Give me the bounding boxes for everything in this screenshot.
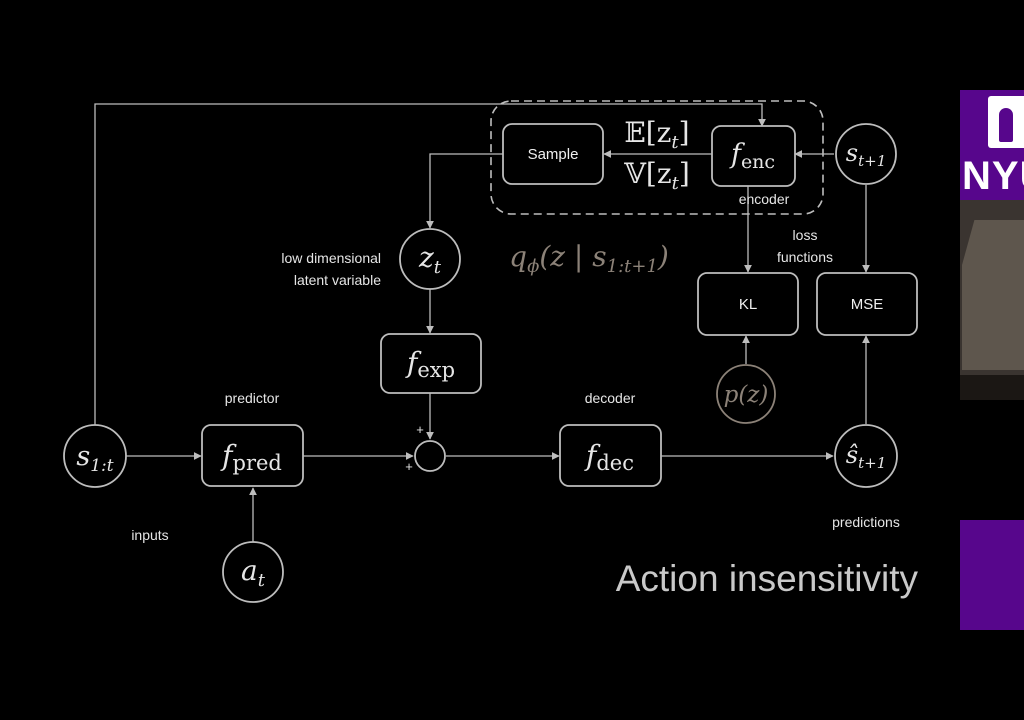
plus-top: +	[416, 422, 424, 437]
svg-text:qϕ(z | s1:t+1): qϕ(z | s1:t+1)	[509, 240, 669, 277]
svg-text:s1:t: s1:t	[76, 441, 113, 476]
loss-label-line2: functions	[777, 249, 833, 265]
svg-text:ŝt+1: ŝt+1	[846, 441, 886, 472]
encoder-box	[711, 125, 796, 187]
f-exp-subscript: exp	[417, 358, 455, 382]
posterior-close: )	[657, 240, 669, 273]
loss-label-line1: loss	[793, 227, 818, 243]
z-t-subscript: t	[434, 257, 442, 278]
latent-label-line1: low dimensional	[281, 250, 381, 266]
p-z-node	[716, 364, 776, 424]
s-next-symbol: s	[846, 139, 858, 167]
kl-box	[697, 272, 799, 336]
mse-label: MSE	[851, 296, 884, 313]
f-exp-box	[380, 333, 482, 394]
s-next-subscript: t+1	[858, 152, 886, 170]
predictions-label: predictions	[832, 514, 900, 530]
expectation-close: ]	[679, 116, 690, 149]
edge-sample-z	[426, 153, 503, 229]
sum-node	[414, 440, 446, 472]
svg-text:𝔼[zt]: 𝔼[zt]	[624, 116, 689, 153]
encoder-region	[490, 100, 824, 215]
nyu-logo-text: NYU	[962, 154, 1024, 198]
s-past-node	[63, 424, 127, 488]
nyu-sidebar: NYU	[960, 90, 1024, 630]
inputs-label: inputs	[131, 527, 168, 543]
svg-text:st+1: st+1	[846, 139, 886, 170]
expectation-label: 𝔼[z	[624, 116, 671, 149]
f-dec-subscript: dec	[596, 451, 634, 475]
z-t-node	[399, 228, 461, 290]
svg-text:𝕍[zt]: 𝕍[zt]	[623, 157, 690, 194]
skip-connection	[94, 103, 766, 430]
a-t-symbol: a	[241, 554, 258, 587]
s-past-subscript: 1:t	[90, 456, 114, 476]
encoder-label: encoder	[739, 191, 790, 207]
a-t-subscript: t	[258, 570, 266, 591]
variance-subscript: t	[672, 173, 680, 194]
posterior-q: q	[509, 240, 527, 273]
s-hat-symbol: ŝ	[846, 441, 858, 469]
z-t-symbol: z	[418, 241, 434, 274]
torch-icon	[988, 96, 1024, 148]
plus-left: +	[405, 459, 413, 474]
svg-text:at: at	[241, 554, 266, 591]
nyu-color-band	[960, 520, 1024, 630]
s-past-symbol: s	[76, 441, 90, 472]
variance-label: 𝕍[z	[623, 157, 671, 190]
f-dec-box	[559, 424, 662, 487]
predictor-label: predictor	[225, 390, 280, 406]
sample-label: Sample	[528, 146, 579, 163]
f-pred-subscript: pred	[233, 451, 282, 475]
a-t-node	[222, 541, 284, 603]
f-pred-box	[201, 424, 304, 487]
s-hat-node	[834, 424, 898, 488]
sample-box	[502, 123, 604, 185]
s-hat-subscript: t+1	[858, 454, 886, 472]
latent-label-line2: latent variable	[294, 272, 381, 288]
p-z-label: p(z)	[724, 382, 769, 408]
posterior-phi: ϕ	[527, 256, 539, 277]
svg-text:zt: zt	[418, 241, 442, 278]
kl-label: KL	[739, 296, 757, 313]
posterior-body: (z | s	[539, 240, 606, 273]
sidebar-gap	[960, 400, 1024, 520]
nyu-logo: NYU	[960, 90, 1024, 200]
decoder-label: decoder	[585, 390, 636, 406]
s-next-node	[835, 123, 897, 185]
slide-title: Action insensitivity	[615, 558, 918, 599]
expectation-subscript: t	[671, 132, 679, 153]
speaker-video	[960, 200, 1024, 400]
posterior-body-subscript: 1:t+1	[607, 256, 658, 277]
f-enc-subscript: enc	[741, 151, 775, 173]
variance-close: ]	[679, 157, 690, 190]
svg-text:fexp: fexp	[405, 346, 455, 382]
mse-box	[816, 272, 918, 336]
